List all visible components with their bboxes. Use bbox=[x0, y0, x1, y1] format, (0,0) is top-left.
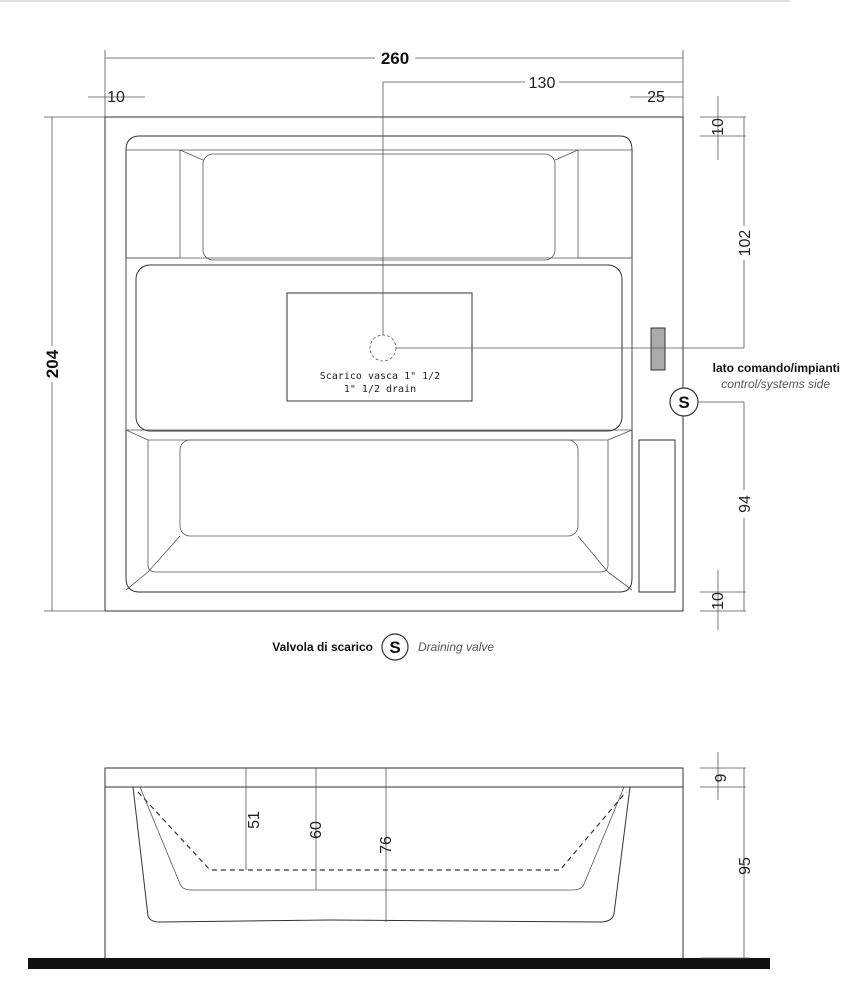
tub-inner-outline bbox=[125, 135, 633, 593]
lower-basin-floor bbox=[179, 439, 579, 537]
valve-symbol: S bbox=[678, 393, 689, 412]
legend-symbol: S bbox=[389, 638, 400, 657]
upper-basin-left-bevel bbox=[126, 149, 181, 259]
dim-bottom-rim: 10 bbox=[710, 592, 727, 610]
side-label-it: lato comando/impianti bbox=[713, 361, 840, 375]
plan-view: Scarico vasca 1" 1/2 1" 1/2 drain S lato… bbox=[104, 82, 840, 612]
drain-label-it: Scarico vasca 1" 1/2 bbox=[320, 371, 440, 382]
upper-basin-floor bbox=[202, 153, 556, 261]
dim-left-rim: 10 bbox=[107, 89, 125, 106]
drain-label-box bbox=[286, 292, 473, 402]
plan-dimensions: 260 130 10 25 204 10 102 94 10 bbox=[42, 48, 756, 630]
upper-basin-right-bevel bbox=[577, 149, 632, 259]
drain-label-en: 1" 1/2 drain bbox=[344, 384, 416, 395]
plan-outline bbox=[104, 116, 684, 612]
side-access-panel bbox=[638, 439, 676, 593]
dim-bottom-section: 94 bbox=[737, 495, 754, 513]
dim-section-rim: 9 bbox=[713, 773, 730, 782]
central-band bbox=[125, 257, 633, 431]
control-unit-icon bbox=[650, 327, 666, 371]
dim-overall-width: 260 bbox=[381, 49, 409, 68]
dim-depth-a: 51 bbox=[246, 811, 263, 829]
dim-section-height: 95 bbox=[737, 857, 754, 875]
section-basin-dashed bbox=[137, 791, 627, 871]
section-rim bbox=[104, 767, 684, 788]
legend-valve-icon bbox=[381, 633, 409, 661]
floor-line bbox=[28, 958, 770, 969]
dim-top-rim: 10 bbox=[710, 118, 727, 136]
section-view: 51 60 76 9 95 bbox=[28, 752, 770, 969]
dim-right-rim: 25 bbox=[647, 89, 665, 106]
drain-icon bbox=[369, 334, 397, 362]
dim-depth-c: 76 bbox=[378, 836, 395, 854]
side-label-en: control/systems side bbox=[721, 377, 830, 391]
dim-overall-height: 204 bbox=[43, 349, 62, 378]
legend-label-en: Draining valve bbox=[418, 640, 494, 654]
dim-top-section: 102 bbox=[737, 230, 754, 257]
dim-half-width: 130 bbox=[529, 75, 556, 92]
legend-label-it: Valvola di scarico bbox=[272, 640, 373, 654]
section-shell-inner bbox=[139, 786, 625, 891]
valve-legend: Valvola di scarico S Draining valve bbox=[272, 633, 494, 661]
dim-depth-b: 60 bbox=[308, 821, 325, 839]
section-shell-outer bbox=[132, 786, 631, 923]
lower-basin-outer bbox=[147, 439, 609, 573]
